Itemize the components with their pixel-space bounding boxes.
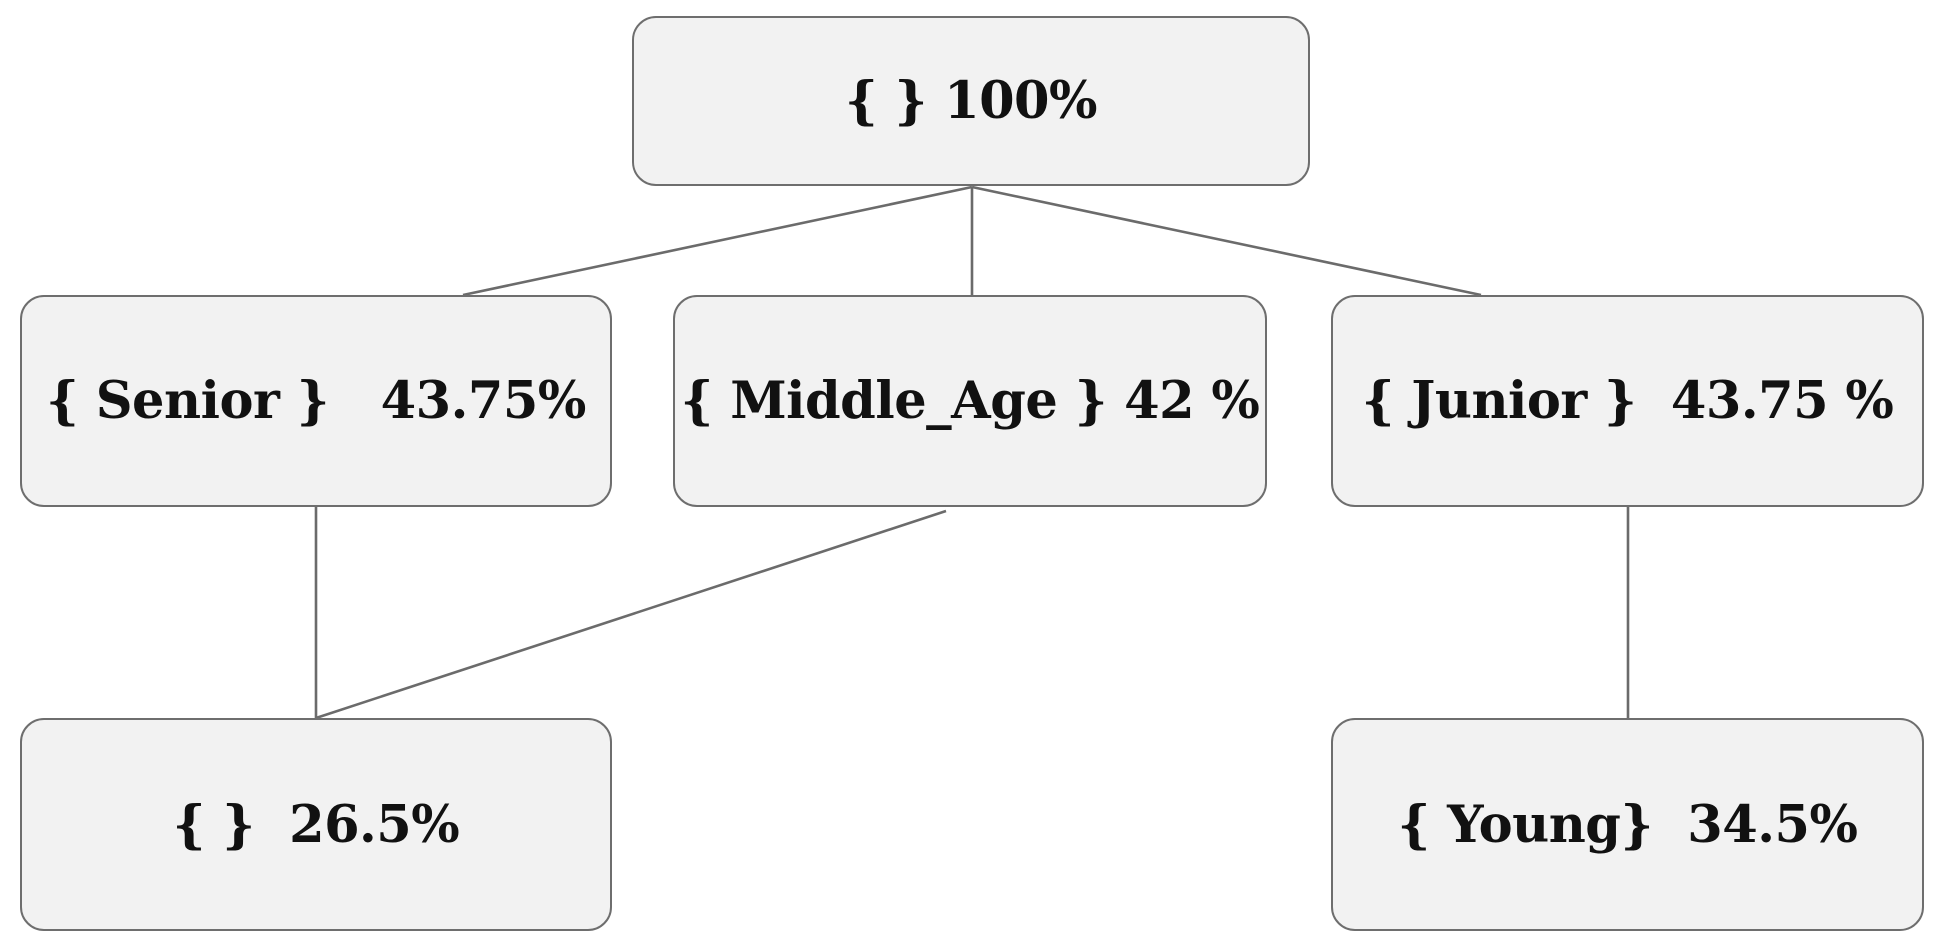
node-middle-age-label: { Middle_Age } 42 % <box>680 371 1260 431</box>
node-junior-label: { Junior } 43.75 % <box>1361 371 1894 431</box>
node-senior: { Senior } 43.75% <box>20 295 612 507</box>
node-middle-age: { Middle_Age } 42 % <box>673 295 1267 507</box>
node-root: { } 100% <box>632 16 1310 186</box>
node-empty-set: { } 26.5% <box>20 718 612 931</box>
node-root-label: { } 100% <box>844 71 1098 131</box>
edge-root-junior <box>971 185 1482 297</box>
node-empty-set-label: { } 26.5% <box>172 794 460 855</box>
node-young: { Young} 34.5% <box>1331 718 1924 931</box>
edge-middle-empty <box>315 509 947 720</box>
node-junior: { Junior } 43.75 % <box>1331 295 1924 507</box>
node-young-label: { Young} 34.5% <box>1397 794 1858 855</box>
node-senior-label: { Senior } 43.75% <box>46 371 586 431</box>
edge-root-senior <box>462 185 973 297</box>
